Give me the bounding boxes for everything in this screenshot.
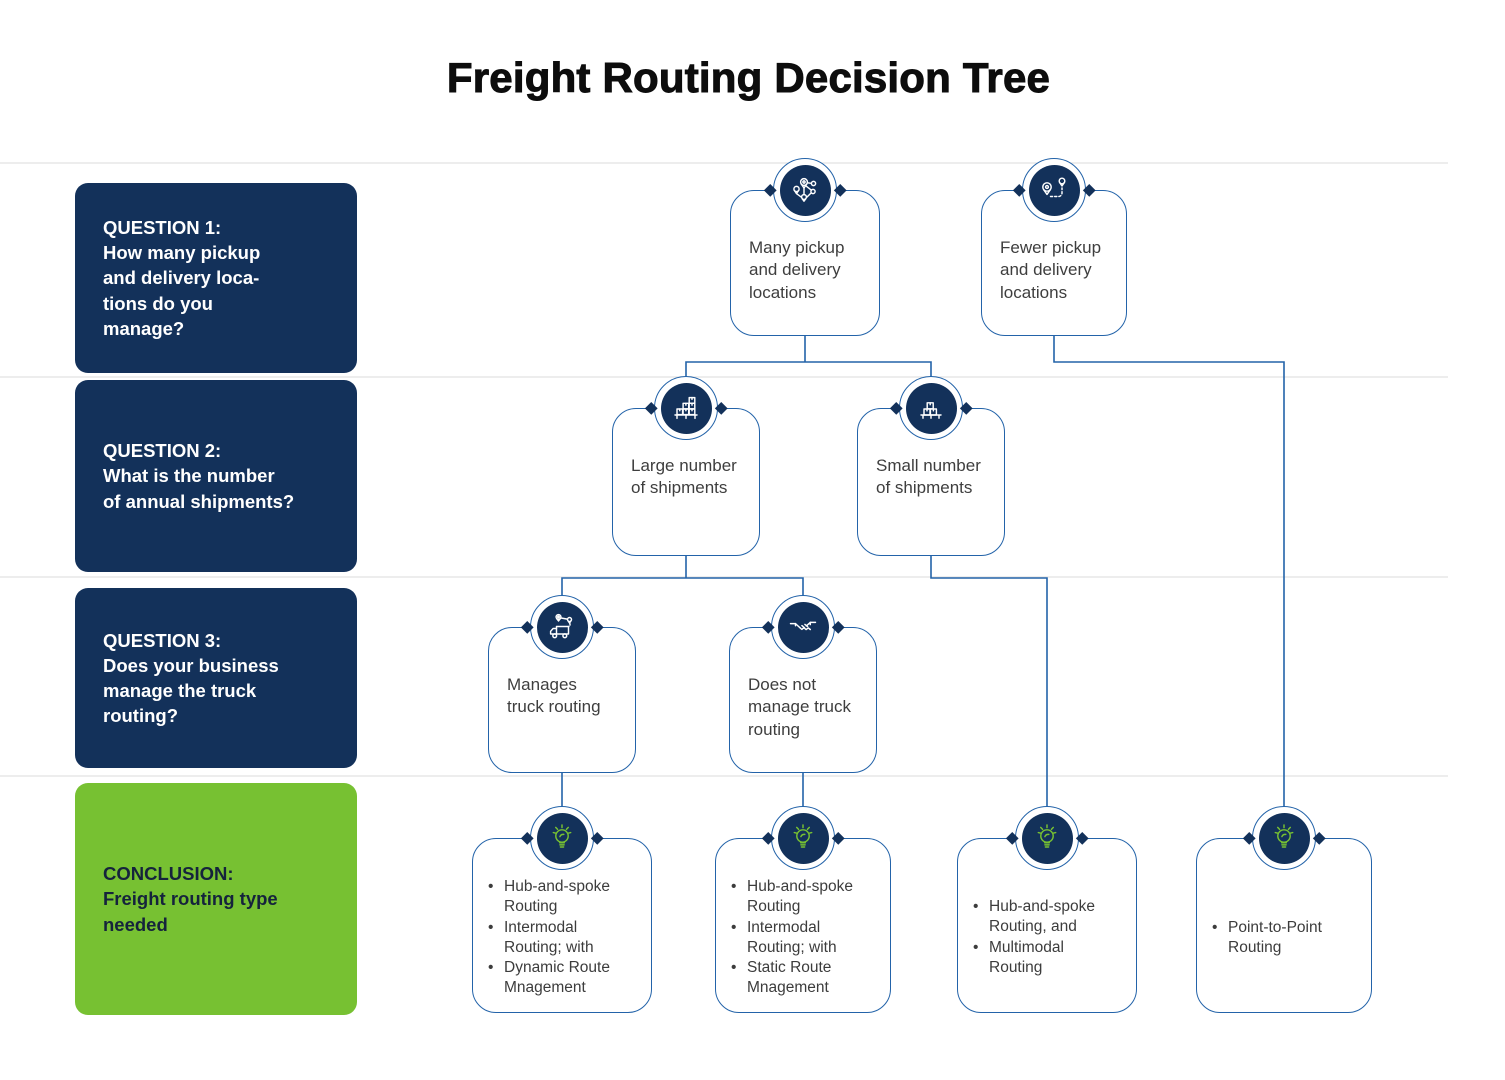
node-badge bbox=[771, 806, 835, 870]
bullet-marker: • bbox=[731, 959, 737, 977]
bullet-marker: • bbox=[488, 918, 494, 936]
bullet-text: Hub-and-spoke Routing bbox=[504, 877, 610, 915]
node-badge bbox=[773, 158, 837, 222]
node-badge bbox=[654, 376, 718, 440]
map-pins-network-icon bbox=[793, 177, 817, 202]
node-label: Many pickup and delivery locations bbox=[749, 238, 845, 302]
bullet-text: Hub-and-spoke Routing bbox=[747, 877, 853, 915]
node-small-shipments: Small number of shipments bbox=[857, 376, 1005, 556]
row-divider bbox=[0, 162, 1448, 164]
conclusion-heading: CONCLUSION: bbox=[103, 863, 234, 885]
bullet-marker: • bbox=[488, 959, 494, 977]
question-2-box: QUESTION 2: What is the number of annual… bbox=[75, 380, 357, 572]
question-2-heading: QUESTION 2: bbox=[103, 440, 222, 462]
row-divider bbox=[0, 376, 1448, 378]
question-1-text: How many pickup and delivery loca- tions… bbox=[103, 242, 261, 339]
conclusion-list: • Hub-and-spoke Routing • Intermodal Routi… bbox=[488, 875, 647, 1000]
badge-disc bbox=[1258, 812, 1310, 864]
question-3-text: Does your business manage the truck rout… bbox=[103, 654, 279, 727]
bullet-marker: • bbox=[731, 877, 737, 895]
pallet-many-boxes-icon bbox=[674, 396, 698, 420]
conclusion-dynamic-route: • Hub-and-spoke Routing • Intermodal Routi… bbox=[472, 806, 652, 1013]
pallet-few-boxes-icon bbox=[920, 402, 942, 419]
bullet-text: Intermodal Routing; with bbox=[504, 918, 594, 956]
row-divider bbox=[0, 775, 1448, 777]
conclusion-box: CONCLUSION: Freight routing type needed bbox=[75, 783, 357, 1015]
badge-disc bbox=[905, 382, 957, 434]
list-item: • Intermodal Routing; with bbox=[488, 918, 647, 958]
node-badge bbox=[530, 595, 594, 659]
node-badge bbox=[1015, 806, 1079, 870]
conclusion-multimodal: • Hub-and-spoke Routing, and • Multimodal … bbox=[957, 806, 1137, 1013]
bullet-marker: • bbox=[488, 877, 494, 895]
question-1-box: QUESTION 1: How many pickup and delivery… bbox=[75, 183, 357, 373]
node-many-pickup: Many pickup and delivery locations bbox=[730, 158, 880, 336]
badge-disc bbox=[660, 382, 712, 434]
list-item: • Multimodal Routing bbox=[973, 938, 1132, 978]
bullet-marker: • bbox=[973, 898, 979, 916]
node-label: Small number of shipments bbox=[876, 456, 981, 498]
list-item: • Hub-and-spoke Routing bbox=[731, 877, 886, 917]
badge-disc bbox=[777, 812, 829, 864]
list-item: • Dynamic Route Mnagement bbox=[488, 958, 647, 998]
page-title: Freight Routing Decision Tree bbox=[446, 54, 1051, 102]
bullet-text: Multimodal Routing bbox=[989, 939, 1064, 976]
question-3-box: QUESTION 3: Does your business manage th… bbox=[75, 588, 357, 768]
node-label: Manages truck routing bbox=[507, 675, 601, 717]
pins-route-icon bbox=[1042, 177, 1066, 198]
node-badge bbox=[771, 595, 835, 659]
list-item: • Intermodal Routing; with bbox=[731, 918, 886, 958]
bullet-text: Intermodal Routing; with bbox=[747, 918, 837, 956]
bullet-marker: • bbox=[1212, 918, 1218, 936]
bullet-text: Point-to-Point Routing bbox=[1228, 918, 1322, 956]
list-item: • Hub-and-spoke Routing bbox=[488, 877, 647, 917]
bullet-marker: • bbox=[973, 939, 979, 956]
node-label: Large number of shipments bbox=[631, 456, 737, 498]
bullet-text: Static Route Mnagement bbox=[747, 959, 832, 997]
node-badge bbox=[1022, 158, 1086, 222]
badge-disc bbox=[536, 601, 588, 653]
list-item: • Static Route Mnagement bbox=[731, 958, 886, 998]
badge-disc bbox=[777, 601, 829, 653]
bullet-text: Dynamic Route Mnagement bbox=[504, 959, 610, 997]
conclusion-point-to-point: • Point-to-Point Routing bbox=[1196, 806, 1372, 1013]
lightbulb-icon bbox=[552, 824, 572, 848]
node-badge bbox=[899, 376, 963, 440]
conclusion-text: Freight routing type needed bbox=[103, 888, 278, 935]
bullet-text: Hub-and-spoke Routing, and bbox=[989, 898, 1095, 936]
lightbulb-icon bbox=[793, 824, 813, 848]
question-2-text: What is the number of annual shipments? bbox=[103, 465, 295, 512]
row-divider bbox=[0, 576, 1448, 578]
truck-route-icon bbox=[549, 613, 573, 639]
node-large-shipments: Large number of shipments bbox=[612, 376, 760, 556]
question-3-heading: QUESTION 3: bbox=[103, 629, 222, 651]
question-1-heading: QUESTION 1: bbox=[103, 217, 222, 239]
conclusion-list: • Point-to-Point Routing bbox=[1212, 875, 1367, 1000]
node-label: Fewer pickup and delivery locations bbox=[1000, 238, 1102, 302]
badge-disc bbox=[779, 164, 831, 216]
node-label: Does not manage truck routing bbox=[748, 675, 851, 739]
conclusion-list: • Hub-and-spoke Routing • Intermodal Routi… bbox=[731, 875, 886, 1000]
badge-disc bbox=[1021, 812, 1073, 864]
badge-disc bbox=[1028, 164, 1080, 216]
list-item: • Point-to-Point Routing bbox=[1212, 918, 1367, 958]
lightbulb-icon bbox=[1274, 824, 1294, 848]
conclusion-static-route: • Hub-and-spoke Routing • Intermodal Routi… bbox=[715, 806, 891, 1013]
list-item: • Hub-and-spoke Routing, and bbox=[973, 897, 1132, 937]
handshake-icon bbox=[789, 621, 817, 631]
lightbulb-icon bbox=[1037, 824, 1057, 848]
node-fewer-pickup: Fewer pickup and delivery locations bbox=[981, 158, 1127, 336]
badge-disc bbox=[536, 812, 588, 864]
node-badge bbox=[1252, 806, 1316, 870]
node-manages-routing: Manages truck routing bbox=[488, 595, 636, 773]
bullet-marker: • bbox=[731, 918, 737, 936]
node-not-manage-routing: Does not manage truck routing bbox=[729, 595, 877, 773]
node-badge bbox=[530, 806, 594, 870]
conclusion-list: • Hub-and-spoke Routing, and • Multimodal … bbox=[973, 875, 1132, 1000]
